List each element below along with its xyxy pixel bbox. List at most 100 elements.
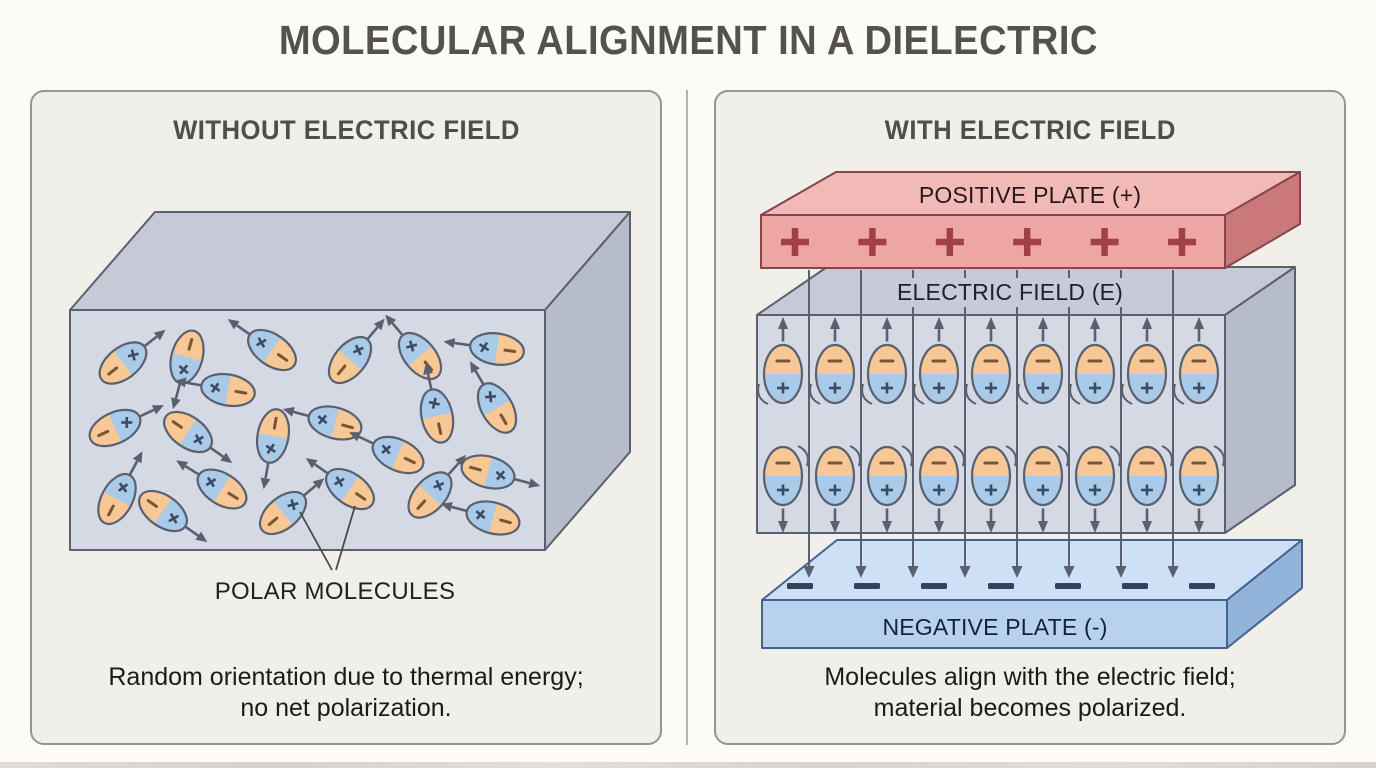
left-caption-line1: Random orientation due to thermal energy… [108, 663, 584, 691]
dipole-arrow-icon [128, 460, 139, 476]
polar-molecule [443, 332, 525, 366]
label-connector-line [299, 511, 333, 571]
dipole-arrow-icon [447, 462, 460, 476]
rotation-swoosh-icon [1161, 445, 1173, 467]
aligned-molecule [866, 445, 913, 533]
minus-sign-icon [146, 499, 158, 508]
minus-sign-icon [355, 492, 367, 501]
dipole-arrow-icon [514, 477, 530, 485]
minus-sign-icon [499, 518, 512, 525]
polar-molecule [460, 454, 541, 490]
rotation-swoosh-icon [1109, 445, 1121, 467]
polar-molecule [255, 408, 291, 490]
plate-minus-icon [787, 583, 813, 589]
bottom-edge-artifact [0, 762, 1376, 768]
dipole-arrowhead-icon [1090, 521, 1100, 533]
molecule-outline [469, 332, 525, 366]
dipole-arrowhead-icon [373, 318, 385, 331]
dielectric-slab-side-face [1224, 266, 1296, 534]
aligned-molecule [1121, 317, 1168, 405]
polar-molecule [163, 410, 233, 463]
plus-sign-stroke [496, 470, 506, 481]
dipole-arrow-icon [264, 462, 270, 479]
positive-plate-front-face [760, 214, 1226, 269]
dipole-arrowhead-icon [528, 478, 541, 488]
dipole-arrowhead-icon [1038, 317, 1048, 329]
molecule-outline [397, 331, 443, 381]
dipole-arrowhead-icon [153, 329, 166, 341]
aligned-molecule [970, 445, 1017, 533]
polar-molecule [349, 432, 425, 475]
molecule-outline [918, 445, 960, 507]
molecule-outline [247, 328, 297, 372]
left-panel-header: WITHOUT ELECTRIC FIELD [32, 115, 660, 146]
plus-sign-icon [205, 476, 217, 488]
plus-sign-stroke [475, 509, 485, 520]
dipole-arrow-icon [474, 370, 485, 385]
minus-sign-icon [416, 499, 427, 510]
dipole-arrowhead-icon [227, 319, 240, 330]
molecule-outline [163, 410, 213, 454]
plus-sign-stroke [210, 382, 220, 393]
aligned-molecule [1173, 317, 1220, 405]
dipole-arrowhead-icon [443, 338, 456, 348]
molecule-outline [1126, 445, 1168, 507]
plate-minus-icon [1122, 583, 1148, 589]
plus-sign-stroke [405, 343, 418, 349]
molecule-outline [476, 382, 518, 434]
rotation-swoosh-icon [1173, 383, 1185, 405]
plate-minus-icon [1055, 583, 1081, 589]
right-caption-line2: material becomes polarized. [873, 694, 1187, 722]
plus-sign-icon [193, 434, 205, 445]
plus-sign-icon [178, 364, 189, 375]
molecule-outline [814, 343, 856, 405]
right-caption: Molecules align with the electric field;… [716, 662, 1344, 724]
molecule-outline [1074, 343, 1116, 405]
molecule-outline [419, 388, 455, 444]
polar-molecule [470, 361, 518, 434]
plus-sign-stroke [428, 400, 440, 406]
dipole-arrowhead-icon [1194, 521, 1204, 533]
aligned-molecule [1178, 445, 1225, 533]
plus-sign-icon [475, 509, 486, 520]
molecule-outline [970, 445, 1012, 507]
rotation-swoosh-icon [757, 383, 769, 405]
field-line-arrowhead-icon [959, 566, 971, 578]
aligned-molecule [814, 445, 861, 533]
polar-molecules-label: POLAR MOLECULES [214, 578, 456, 605]
aligned-molecule [965, 317, 1012, 405]
polar-molecule [440, 500, 521, 536]
dipole-arrow-icon [174, 383, 182, 399]
polar-molecule [169, 329, 205, 410]
polar-molecule [305, 458, 375, 511]
aligned-molecule [861, 317, 908, 405]
positive-plate-label: POSITIVE PLATE (+) [918, 182, 1142, 208]
dipole-arrow-icon [184, 525, 199, 537]
dipole-arrowhead-icon [176, 460, 189, 471]
dipole-arrowhead-icon [986, 317, 996, 329]
molecule-outline [1074, 445, 1116, 507]
minus-sign-icon [503, 348, 517, 354]
molecule-outline [918, 343, 960, 405]
left-caption: Random orientation due to thermal energy… [32, 662, 660, 724]
plus-sign-stroke [354, 344, 362, 356]
negative-plate-front-face [761, 599, 1228, 649]
minus-sign-icon [336, 364, 347, 376]
field-line-arrowhead-icon [1011, 566, 1023, 578]
label-connector-line [335, 505, 356, 571]
electric-field-label: ELECTRIC FIELD (E) [887, 278, 1133, 307]
molecule-outline [138, 489, 188, 533]
aligned-molecule [1074, 445, 1121, 533]
field-line-arrowhead-icon [855, 566, 867, 578]
dipole-arrowhead-icon [986, 521, 996, 533]
molecule-outline [258, 490, 308, 536]
dipole-arrowhead-icon [305, 458, 318, 469]
molecule-outline [200, 372, 256, 408]
plus-sign-stroke [480, 341, 489, 353]
dipole-arrowhead-icon [385, 314, 397, 327]
minus-sign-icon [97, 429, 110, 438]
plate-minus-icon [921, 583, 947, 589]
minus-sign-icon [227, 491, 239, 501]
molecule-negative-half [213, 475, 247, 509]
polar-molecule [385, 314, 443, 381]
